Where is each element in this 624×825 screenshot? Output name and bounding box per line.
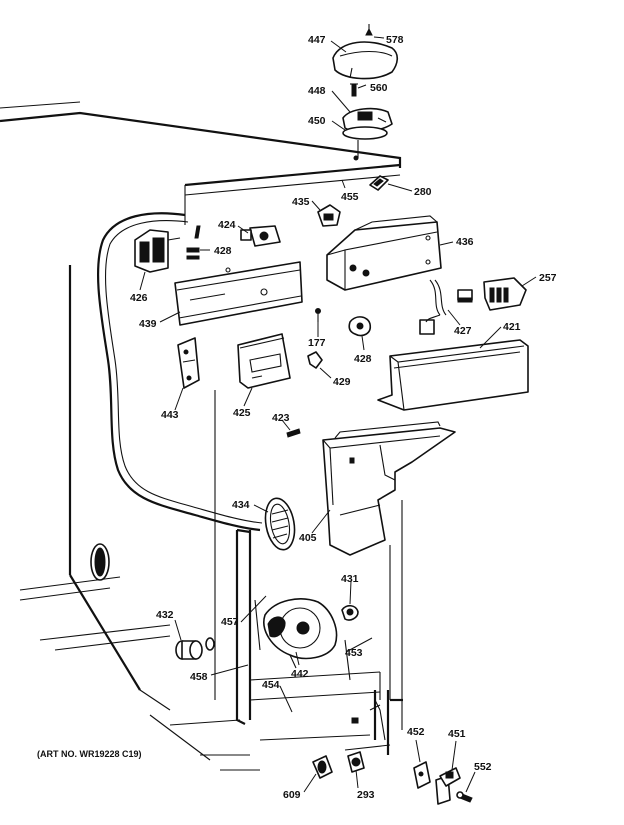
label-431: 431 [341,573,359,585]
rail-439 [174,261,303,326]
label-450: 450 [308,115,326,127]
label-421: 421 [503,321,521,333]
channel-421 [377,339,529,411]
label-443: 425 [233,407,251,419]
cabinet-outline [0,101,403,771]
bracket-429 [177,337,200,389]
bulb-435 [317,204,341,227]
label-432: 432 [156,609,174,621]
wiring-427 [419,279,473,335]
label-457: 457 [221,616,239,628]
label-560: 560 [370,82,388,94]
screw-578 [365,24,373,36]
label-436: 436 [456,236,474,248]
label-453: 453 [345,647,363,659]
label-426: 426 [130,292,148,304]
screw-428-upper [186,225,201,260]
roller-293 [347,751,365,773]
label-609: 609 [283,789,301,801]
label-434: 434 [232,499,250,511]
socket-base-450 [342,126,388,161]
label-424: 424 [218,219,236,231]
cam-428 [348,316,372,337]
grille-434 [264,497,296,551]
leader-lines [139,36,537,793]
label-442: 442 [291,668,309,680]
clip-425 [307,351,323,369]
label-177: 177 [308,337,326,349]
drain-tube [90,212,263,581]
label-257: 257 [539,272,557,284]
label-451: 451 [448,728,466,740]
screw-552 [456,791,473,803]
label-293: 293 [357,789,375,801]
screw-177 [315,308,321,322]
label-428-upper: 428 [214,245,232,257]
label-439: 439 [139,318,157,330]
rail-453 [344,639,351,681]
switch-housing-426 [134,229,181,273]
clip-451 [439,767,461,787]
bracket-280 [369,175,389,191]
label-423: 423 [272,412,290,424]
screw-560 [350,83,358,97]
label-578: 578 [386,34,404,46]
label-428-lower: 428 [354,353,372,365]
label-425: 429 [333,376,351,388]
label-427: 427 [454,325,472,337]
label-429: 443 [161,409,179,421]
panel-443 [237,333,291,389]
label-454: 454 [262,679,280,691]
label-405: 405 [299,532,317,544]
label-552: 552 [474,761,492,773]
switch-424 [240,225,281,247]
label-448: 448 [308,85,326,97]
duct-405 [322,421,456,556]
label-280: 280 [414,186,432,198]
art-number: (ART NO. WR19228 C19) [37,749,142,759]
label-447: 447 [308,34,326,46]
control-housing-436 [326,215,442,291]
label-435: 435 [292,196,310,208]
timer-257 [483,277,527,311]
post-457 [254,599,261,651]
label-455: 455 [341,191,359,203]
light-shield-447 [332,41,399,80]
label-452: 452 [407,726,425,738]
pin-423 [286,428,301,438]
part-labels: 447 578 560 448 450 455 280 435 436 424 … [130,34,557,801]
fan-blade-431 [341,604,359,621]
grommet-432 [175,637,215,660]
fan-motor-442 [263,598,338,669]
leveler-609 [312,755,333,779]
label-458: 458 [190,671,208,683]
